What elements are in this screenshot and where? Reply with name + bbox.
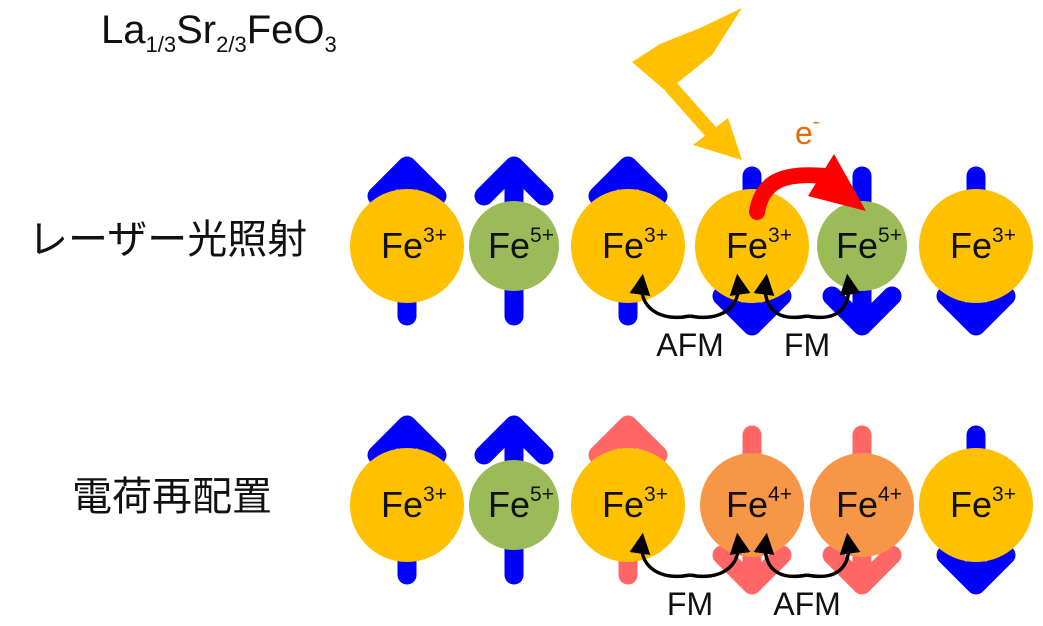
laser-arrow-icon xyxy=(665,81,742,160)
row-label-laser-irradiation: レーザー光照射 xyxy=(28,218,308,262)
coupling-label-afm: AFM xyxy=(656,327,724,363)
ion-fe3-1-0: Fe3+ xyxy=(350,448,464,562)
ion-fe3-0-3: Fe3+ xyxy=(695,189,809,303)
ion-fe4-1-4: Fe4+ xyxy=(810,453,914,557)
coupling-arrow-right-1-0 xyxy=(689,532,751,578)
ion-label: Fe3+ xyxy=(950,483,1016,525)
ion-label: Fe5+ xyxy=(836,224,902,266)
formula-title: La1/3Sr2/3FeO3 xyxy=(101,8,337,57)
ion-fe3-0-5: Fe3+ xyxy=(919,189,1033,303)
row-label-charge-rearrangement: 電荷再配置 xyxy=(72,475,272,519)
coupling-label-afm: AFM xyxy=(773,586,841,622)
laser-burst-icon xyxy=(632,8,742,98)
ion-fe3-0-0: Fe3+ xyxy=(350,189,464,303)
ion-label: Fe3+ xyxy=(950,224,1016,266)
ion-fe5-1-1: Fe5+ xyxy=(469,460,559,550)
ion-fe3-1-2: Fe3+ xyxy=(571,448,685,562)
coupling-arrow-right-0-1 xyxy=(806,273,861,320)
coupling-arrow-left-0-0 xyxy=(629,273,691,319)
coupling-arrow-left-1-1 xyxy=(753,532,808,579)
coupling-label-fm: FM xyxy=(667,586,713,622)
ion-label: Fe5+ xyxy=(488,483,554,525)
coupling-arrow-right-0-0 xyxy=(689,273,751,319)
ion-label: Fe4+ xyxy=(726,483,792,525)
ion-label: Fe5+ xyxy=(488,224,554,266)
electron-transfer-arrow-icon xyxy=(749,154,866,220)
coupling-label-fm: FM xyxy=(784,327,830,363)
ion-label: Fe3+ xyxy=(726,224,792,266)
ion-fe5-0-4: Fe5+ xyxy=(817,201,907,291)
ion-fe3-1-5: Fe3+ xyxy=(919,448,1033,562)
coupling-arrow-right-1-1 xyxy=(806,532,861,579)
ion-label: Fe3+ xyxy=(381,483,447,525)
ion-label: Fe4+ xyxy=(836,483,902,525)
coupling-arrow-left-1-0 xyxy=(629,532,691,578)
ion-fe4-1-3: Fe4+ xyxy=(700,453,804,557)
ion-fe5-0-1: Fe5+ xyxy=(469,201,559,291)
coupling-arrow-left-0-1 xyxy=(753,273,808,320)
ion-label: Fe3+ xyxy=(602,224,668,266)
ion-label: Fe3+ xyxy=(602,483,668,525)
ion-fe3-0-2: Fe3+ xyxy=(571,189,685,303)
ion-label: Fe3+ xyxy=(381,224,447,266)
electron-label: e- xyxy=(795,111,819,151)
